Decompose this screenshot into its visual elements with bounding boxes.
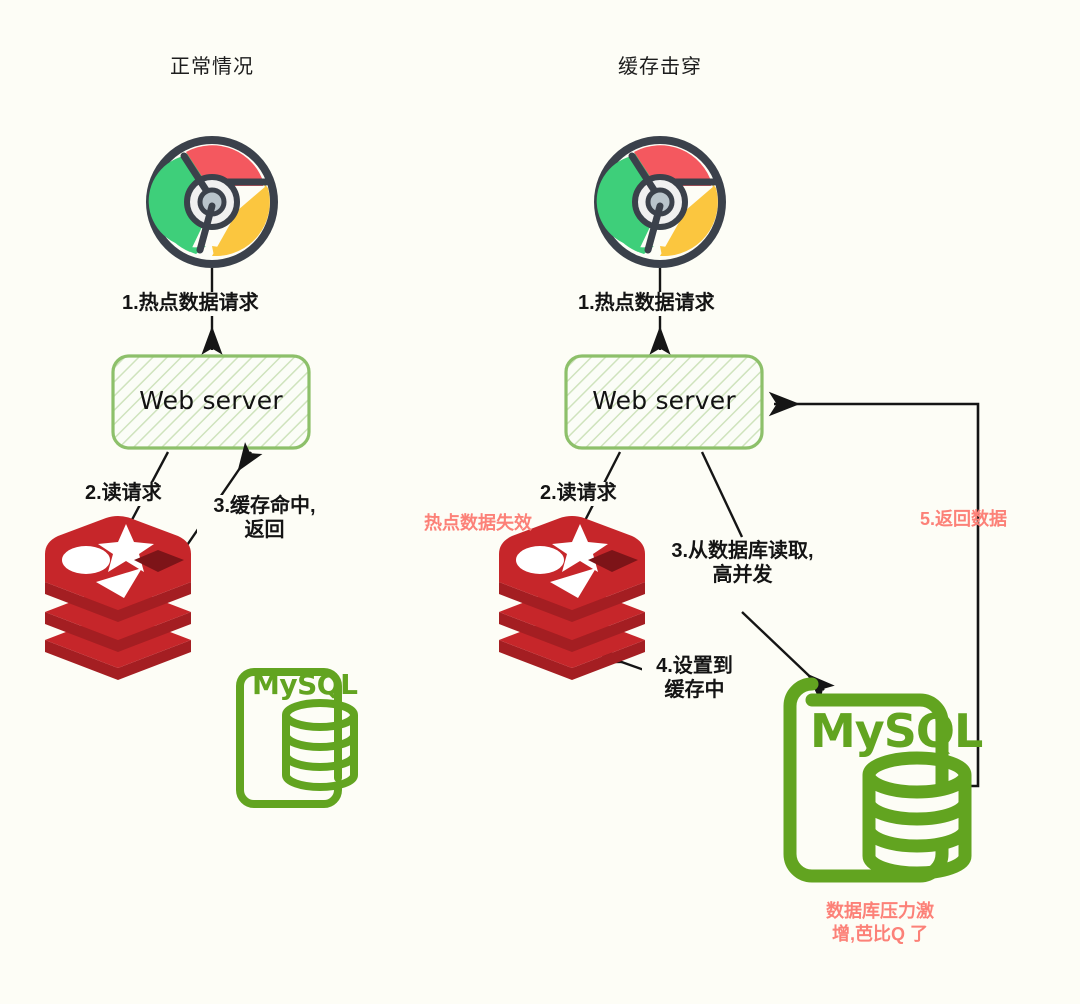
mysql-cylinder-breakdown — [862, 751, 972, 880]
step-label-breakdown-5: 5.返回数据 — [920, 509, 1008, 529]
section-title-normal: 正常情况 — [170, 56, 254, 78]
step-label-normal-2: 2.读请求 — [85, 482, 162, 506]
annotation-db-overload-line2: 增,芭比Q 了 — [831, 923, 928, 944]
web-server-label-breakdown: Web server — [566, 386, 762, 415]
annotation-hotspot-expired: 热点数据失效 — [424, 513, 532, 533]
step-label-normal-3-line2: 返回 — [244, 518, 285, 541]
step-label-breakdown-3: 3.从数据库读取, 高并发 — [660, 540, 825, 588]
arrow-breakdown-step3-lower — [741, 611, 835, 701]
mysql-wordmark-breakdown: MySQL — [810, 704, 983, 758]
step-label-breakdown-3-line2: 高并发 — [712, 563, 773, 586]
step-label-breakdown-4: 4.设置到 缓存中 — [642, 655, 747, 703]
section-title-breakdown: 缓存击穿 — [618, 56, 702, 78]
step-label-normal-1: 1.热点数据请求 — [122, 292, 259, 316]
step-label-breakdown-3-line1: 3.从数据库读取, — [671, 540, 814, 562]
step-label-normal-3: 3.缓存命中, 返回 — [197, 495, 332, 543]
chrome-icon — [146, 136, 278, 268]
mysql-logo-normal — [236, 668, 358, 808]
step-label-breakdown-1: 1.热点数据请求 — [578, 292, 715, 316]
redis-icon-normal — [45, 516, 191, 680]
web-server-label-normal: Web server — [113, 386, 309, 415]
step-label-breakdown-4-line1: 4.设置到 — [656, 655, 733, 677]
annotation-db-overload: 数据库压力激 增,芭比Q 了 — [795, 900, 965, 945]
mysql-cylinder-normal — [282, 699, 358, 791]
mysql-logo-breakdown — [783, 677, 972, 883]
chrome-icon-breakdown — [594, 136, 726, 268]
web-server-box-breakdown — [564, 354, 764, 450]
web-server-box-normal — [111, 354, 311, 450]
annotation-db-overload-line1: 数据库压力激 — [826, 901, 934, 921]
mysql-wordmark-normal: MySQL — [252, 668, 358, 701]
web-server-text: Web server — [139, 386, 283, 415]
web-server-text: Web server — [592, 386, 736, 415]
redis-icon-breakdown — [499, 516, 645, 680]
step-label-normal-3-line1: 3.缓存命中, — [213, 495, 316, 517]
step-label-breakdown-4-line2: 缓存中 — [664, 678, 725, 701]
arrow-breakdown-step3-upper — [700, 451, 744, 538]
step-label-breakdown-2: 2.读请求 — [540, 482, 617, 506]
